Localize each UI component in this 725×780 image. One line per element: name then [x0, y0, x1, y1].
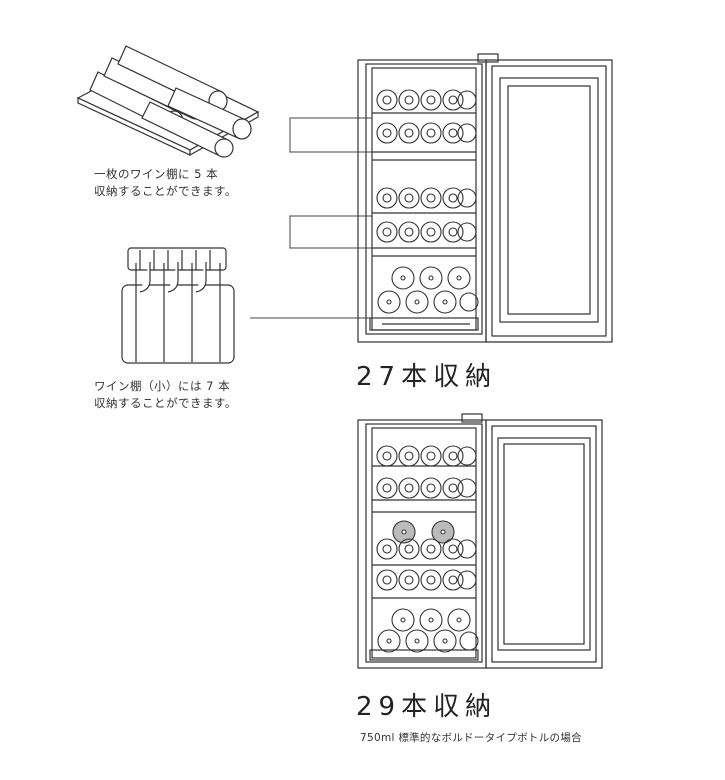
- bottle-row: [376, 89, 479, 314]
- wine-fridge-29: [357, 413, 603, 669]
- wine-fridge-27: [357, 53, 613, 343]
- capacity-label-27: 27本収納: [356, 362, 498, 392]
- connector-lines: [250, 117, 372, 319]
- small-shelf-caption-line-1: ワイン棚（小）には 7 本: [94, 379, 231, 393]
- bottle-size-note: 750ml 標準的なボルドータイプボトルの場合: [360, 732, 582, 744]
- shelf-caption: 一枚のワイン棚に 5 本 収納することができます。: [94, 166, 237, 200]
- small-shelf-caption: ワイン棚（小）には 7 本 収納することができます。: [94, 378, 237, 412]
- shelf-caption-line-1: 一枚のワイン棚に 5 本: [94, 167, 219, 181]
- small-wine-shelf-illustration: [121, 247, 235, 364]
- bottle-row: [376, 445, 479, 653]
- shelf-caption-line-2: 収納することができます。: [94, 184, 237, 198]
- capacity-label-29: 29本収納: [356, 692, 498, 722]
- small-shelf-caption-line-2: 収納することができます。: [94, 396, 237, 410]
- wine-shelf-illustration: [76, 45, 260, 158]
